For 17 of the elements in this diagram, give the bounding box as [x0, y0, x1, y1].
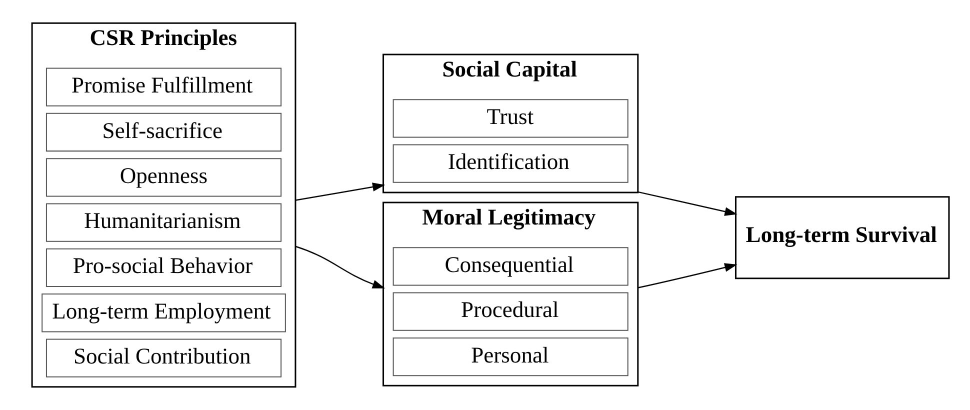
- node-box: Openness: [45, 158, 282, 197]
- node-box: Pro-social Behavior: [45, 248, 282, 288]
- node-box: Humanitarianism: [45, 203, 282, 242]
- node-box: Social Contribution: [45, 338, 282, 378]
- node-box: Identification: [392, 144, 628, 183]
- arrow: [637, 191, 737, 216]
- node-box: Promise Fulfillment: [45, 68, 282, 106]
- node-box: Self-sacrifice: [45, 112, 282, 152]
- node-box: Long-term Employment: [41, 294, 286, 332]
- node-box: Procedural: [392, 292, 628, 331]
- arrow: [294, 182, 385, 201]
- node-box: Trust: [392, 99, 628, 138]
- node-box: Long-term Survival: [734, 196, 950, 280]
- node-box: Consequential: [392, 247, 628, 286]
- node-box: Personal: [392, 337, 628, 376]
- arrow: [294, 246, 385, 288]
- arrow: [637, 263, 737, 288]
